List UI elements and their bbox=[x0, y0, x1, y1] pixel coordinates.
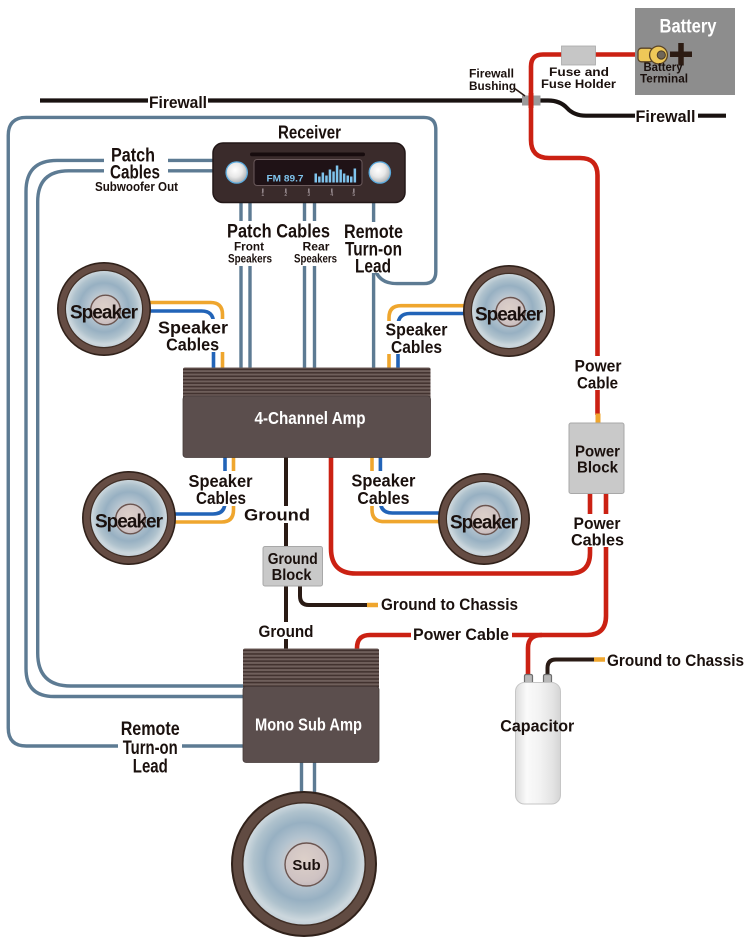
svg-text:1: 1 bbox=[261, 192, 264, 198]
svg-text:Ground to Chassis: Ground to Chassis bbox=[381, 595, 518, 614]
svg-text:4: 4 bbox=[330, 192, 333, 198]
svg-text:Rear: Rear bbox=[303, 242, 331, 254]
svg-text:Cable: Cable bbox=[577, 374, 618, 393]
svg-text:Speaker: Speaker bbox=[189, 471, 253, 491]
svg-text:Power: Power bbox=[574, 514, 621, 533]
svg-text:Fuse Holder: Fuse Holder bbox=[541, 77, 616, 91]
svg-text:Mono Sub Amp: Mono Sub Amp bbox=[255, 715, 362, 735]
svg-text:Turn-on: Turn-on bbox=[345, 238, 402, 260]
svg-text:Bushing: Bushing bbox=[469, 79, 516, 93]
svg-text:Speaker: Speaker bbox=[351, 470, 415, 490]
svg-text:Cables: Cables bbox=[166, 335, 219, 355]
svg-text:Cables: Cables bbox=[571, 531, 624, 550]
svg-text:Speaker: Speaker bbox=[386, 320, 448, 340]
svg-text:Power: Power bbox=[575, 444, 620, 461]
svg-text:Speaker: Speaker bbox=[158, 318, 228, 338]
svg-text:Firewall: Firewall bbox=[469, 66, 514, 80]
svg-text:5: 5 bbox=[352, 192, 355, 198]
svg-text:3: 3 bbox=[307, 192, 310, 198]
svg-text:Ground: Ground bbox=[268, 551, 318, 568]
svg-text:Fuse and: Fuse and bbox=[549, 65, 609, 79]
svg-text:Remote: Remote bbox=[121, 718, 180, 740]
svg-text:4-Channel Amp: 4-Channel Amp bbox=[255, 408, 366, 428]
svg-text:Battery: Battery bbox=[660, 17, 717, 38]
svg-text:Receiver: Receiver bbox=[278, 122, 341, 142]
svg-text:Speakers: Speakers bbox=[294, 254, 337, 266]
svg-text:FM 89.7: FM 89.7 bbox=[267, 174, 304, 185]
svg-text:Ground: Ground bbox=[244, 506, 310, 525]
svg-text:2: 2 bbox=[284, 192, 287, 198]
svg-text:Patch Cables: Patch Cables bbox=[227, 220, 330, 242]
svg-text:Cables: Cables bbox=[196, 488, 246, 508]
svg-text:Block: Block bbox=[272, 567, 312, 584]
svg-text:Speaker: Speaker bbox=[70, 302, 139, 323]
svg-text:Speaker: Speaker bbox=[450, 512, 519, 533]
svg-text:Firewall: Firewall bbox=[636, 107, 696, 126]
svg-text:Remote: Remote bbox=[344, 221, 403, 243]
svg-text:Ground: Ground bbox=[259, 622, 314, 641]
svg-text:Subwoofer Out: Subwoofer Out bbox=[95, 180, 179, 194]
svg-text:Capacitor: Capacitor bbox=[500, 717, 574, 736]
svg-text:Power Cable: Power Cable bbox=[413, 625, 509, 644]
svg-text:Speaker: Speaker bbox=[95, 511, 164, 532]
svg-text:Firewall: Firewall bbox=[149, 93, 207, 112]
svg-text:Cables: Cables bbox=[110, 161, 160, 183]
svg-text:Power: Power bbox=[575, 357, 622, 376]
svg-text:Front: Front bbox=[234, 242, 264, 254]
svg-text:Block: Block bbox=[577, 460, 618, 477]
svg-text:Patch: Patch bbox=[111, 144, 155, 166]
svg-text:Sub: Sub bbox=[292, 857, 320, 874]
svg-text:Cables: Cables bbox=[357, 488, 409, 508]
svg-text:Speakers: Speakers bbox=[228, 254, 272, 266]
svg-text:Speaker: Speaker bbox=[475, 304, 544, 325]
svg-text:Cables: Cables bbox=[391, 337, 442, 357]
svg-text:Ground to Chassis: Ground to Chassis bbox=[607, 651, 744, 670]
svg-text:Lead: Lead bbox=[355, 255, 391, 277]
svg-text:Battery: Battery bbox=[644, 62, 684, 74]
svg-text:Terminal: Terminal bbox=[640, 74, 688, 86]
svg-text:Lead: Lead bbox=[133, 755, 168, 777]
svg-text:Turn-on: Turn-on bbox=[123, 737, 178, 759]
